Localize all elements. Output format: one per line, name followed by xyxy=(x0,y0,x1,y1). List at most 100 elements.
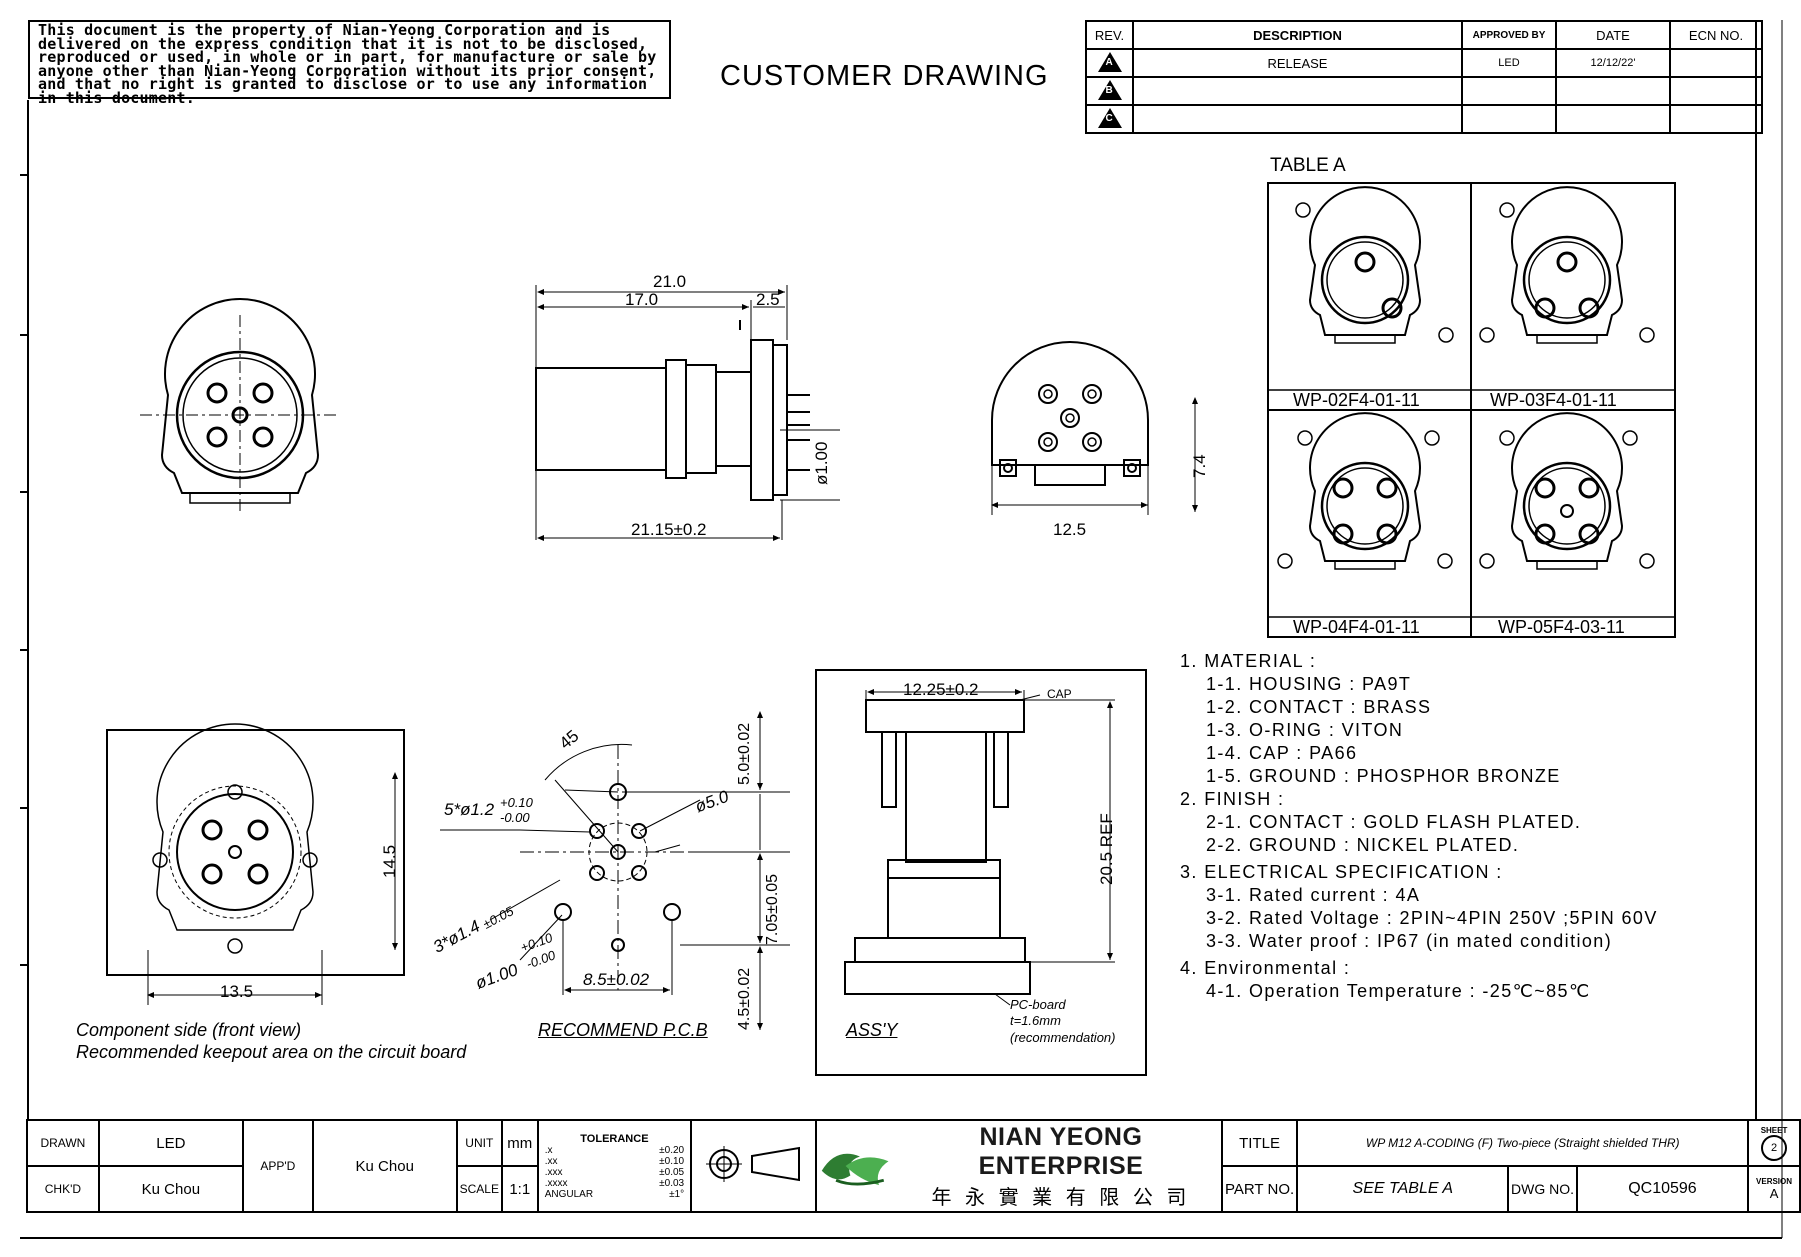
note-item: 4-1. Operation Temperature : -25℃~85℃ xyxy=(1206,981,1591,1001)
note-heading: 4. Environmental : xyxy=(1180,958,1351,978)
dim-pcb-hole5-plus: +0.10 xyxy=(500,795,533,810)
pin-view-03 xyxy=(1479,185,1655,345)
version-cell: VERSION A xyxy=(1747,1165,1801,1213)
dim-side-total: 21.0 xyxy=(653,272,687,291)
drawn-label: DRAWN xyxy=(26,1119,100,1167)
part-label: PART NO. xyxy=(1220,1165,1299,1213)
tolerance-row: .xxxx±0.03 xyxy=(544,1177,685,1189)
dim-side-length: 21.15±0.2 xyxy=(631,520,707,539)
rev-approver xyxy=(1461,76,1557,106)
dim-pcb-v1: 5.0±0.02 xyxy=(736,722,753,785)
title-value: WP M12 A-CODING (F) Two-piece (Straight … xyxy=(1296,1119,1750,1167)
revision-row: B xyxy=(1085,76,1763,106)
dwg-value: QC10596 xyxy=(1575,1165,1750,1213)
company-name-cn: 年 永 實 業 有 限 公 司 xyxy=(931,1186,1191,1209)
note-heading: 2. FINISH : xyxy=(1180,789,1285,809)
pcb-pattern xyxy=(440,711,790,1030)
dim-assy-height: 20.5 REF xyxy=(1097,813,1116,885)
version-value: A xyxy=(1769,1186,1779,1201)
rear-view xyxy=(991,341,1198,515)
pin-view-02 xyxy=(1295,185,1454,345)
note-heading: 1. MATERIAL : xyxy=(1180,651,1317,671)
table-a-grid xyxy=(1267,182,1676,638)
note-item: 1-1. HOUSING : PA9T xyxy=(1206,674,1412,694)
caption-keepout: Recommended keepout area on the circuit … xyxy=(76,1042,467,1062)
table-a-cell-label: WP-03F4-01-11 xyxy=(1490,390,1617,410)
dim-rear-height: 7.4 xyxy=(1190,454,1209,478)
dim-pcb-v3: 4.5±0.02 xyxy=(736,967,753,1030)
dim-pcb-hole5-minus: -0.00 xyxy=(500,810,530,825)
caption-component-side: Component side (front view) xyxy=(76,1020,302,1040)
company-logo-block: NIAN YEONG ENTERPRISE 年 永 實 業 有 限 公 司 xyxy=(814,1119,1223,1213)
tolerance-row: .xx±0.10 xyxy=(544,1155,685,1167)
note-item: 1-3. O-RING : VITON xyxy=(1206,720,1404,740)
rev-description xyxy=(1132,104,1463,134)
dim-assy-cap: CAP xyxy=(1047,687,1072,701)
drawn-value: LED xyxy=(97,1119,244,1167)
date-header: DATE xyxy=(1555,20,1671,50)
confidentiality-notice: This document is the property of Nian-Ye… xyxy=(28,20,671,105)
rev-approver: LED xyxy=(1461,48,1557,78)
dim-pcb-span: 8.5±0.02 xyxy=(583,970,650,989)
note-item: 2-1. CONTACT : GOLD FLASH PLATED. xyxy=(1206,812,1582,832)
note-item: 1-2. CONTACT : BRASS xyxy=(1206,697,1432,717)
pin-view-05 xyxy=(1479,411,1655,571)
dim-side-pin: ø1.00 xyxy=(812,441,831,485)
unit-label: UNIT xyxy=(455,1119,503,1167)
dim-keepout-width: 13.5 xyxy=(220,982,254,1001)
rev-triangle-icon: A xyxy=(1097,51,1122,72)
tolerance-row: ANGULAR±1° xyxy=(544,1188,685,1200)
note-item: 1-4. CAP : PA66 xyxy=(1206,743,1358,763)
sheet-value: 2 xyxy=(1761,1134,1788,1161)
table-a-cell-label: WP-02F4-01-11 xyxy=(1293,390,1420,410)
table-a-cell-label: WP-05F4-03-11 xyxy=(1498,617,1625,637)
scale-label: SCALE xyxy=(455,1165,503,1213)
rev-marker: C xyxy=(1085,104,1134,134)
dim-assy-pcb1: PC-board xyxy=(1010,997,1066,1012)
caption-recommend-pcb: RECOMMEND P.C.B xyxy=(538,1020,708,1040)
side-view xyxy=(535,285,840,541)
tolerance-row: .x±0.20 xyxy=(544,1144,685,1156)
rev-ecn xyxy=(1669,76,1763,106)
dwg-label: DWG NO. xyxy=(1507,1165,1578,1213)
dim-side-body: 17.0 xyxy=(625,290,659,309)
revision-row: C xyxy=(1085,104,1763,134)
table-a-title: TABLE A xyxy=(1270,155,1346,176)
dim-assy-pcb3: (recommendation) xyxy=(1010,1030,1116,1045)
dim-rear-width: 12.5 xyxy=(1053,520,1087,539)
rev-date xyxy=(1555,104,1671,134)
tolerance-title: TOLERANCE xyxy=(580,1132,649,1145)
assy-view xyxy=(815,669,1147,1076)
tolerance-row: .xxx±0.05 xyxy=(544,1166,685,1178)
scale-value: 1:1 xyxy=(500,1165,539,1213)
sheet-label: SHEET xyxy=(1760,1125,1788,1135)
note-item: 1-5. GROUND : PHOSPHOR BRONZE xyxy=(1206,766,1561,786)
unit-value: mm xyxy=(500,1119,539,1167)
note-heading: 3. ELECTRICAL SPECIFICATION : xyxy=(1180,862,1503,882)
rev-marker: B xyxy=(1085,76,1134,106)
chkd-label: CHK'D xyxy=(26,1165,100,1213)
version-label: VERSION xyxy=(1756,1177,1793,1186)
note-item: 3-2. Rated Voltage : 2PIN~4PIN 250V ;5PI… xyxy=(1206,908,1658,928)
revision-row: A RELEASE LED 12/12/22' xyxy=(1085,48,1763,78)
rev-ecn xyxy=(1669,48,1763,78)
note-item: 3-3. Water proof : IP67 (in mated condit… xyxy=(1206,931,1613,951)
tolerance-block: TOLERANCE .x±0.20 .xx±0.10 .xxx±0.05 .xx… xyxy=(536,1119,693,1213)
rev-triangle-icon: B xyxy=(1097,79,1122,100)
dim-pcb-hole5: 5*ø1.2 xyxy=(444,800,495,819)
revision-header: REV. DESCRIPTION APPROVED BY DATE ECN NO… xyxy=(1085,20,1763,50)
table-a-cell-label: WP-04F4-01-11 xyxy=(1293,617,1420,637)
third-angle-projection-icon xyxy=(705,1146,800,1182)
specification-notes: 1. MATERIAL : 1-1. HOUSING : PA9T 1-2. C… xyxy=(1180,650,1658,1003)
note-item: 2-2. GROUND : NICKEL PLATED. xyxy=(1206,835,1520,855)
front-view xyxy=(140,298,340,515)
rev-triangle-icon: C xyxy=(1097,107,1122,128)
ecn-header: ECN NO. xyxy=(1669,20,1763,50)
rev-date xyxy=(1555,76,1671,106)
dim-assy-pcb2: t=1.6mm xyxy=(1010,1013,1061,1028)
part-value: SEE TABLE A xyxy=(1296,1165,1510,1213)
revision-table: REV. DESCRIPTION APPROVED BY DATE ECN NO… xyxy=(1085,20,1763,134)
projection-symbol xyxy=(690,1119,817,1213)
company-logo-icon xyxy=(821,1153,889,1186)
